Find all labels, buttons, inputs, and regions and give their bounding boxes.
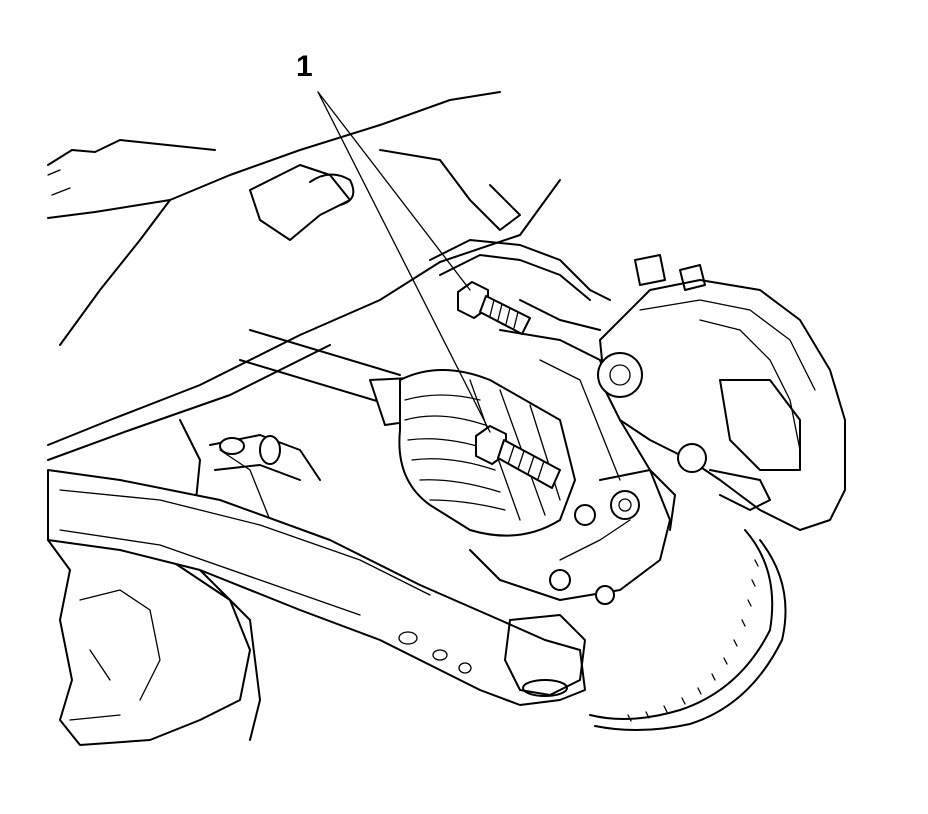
transaxle-housing <box>47 419 281 746</box>
steering-knuckle <box>469 299 676 605</box>
callout-label-1: 1 <box>296 50 313 83</box>
upper-bolt <box>457 281 531 335</box>
brake-rotor <box>589 529 787 732</box>
lower-bolt <box>475 425 561 489</box>
drive-axle <box>239 329 576 537</box>
vehicle-body-outline <box>47 91 611 461</box>
stabilizer-link <box>209 434 321 481</box>
callout-leaders <box>317 91 491 433</box>
brake-caliper <box>597 254 846 531</box>
lower-control-arm <box>47 469 586 706</box>
